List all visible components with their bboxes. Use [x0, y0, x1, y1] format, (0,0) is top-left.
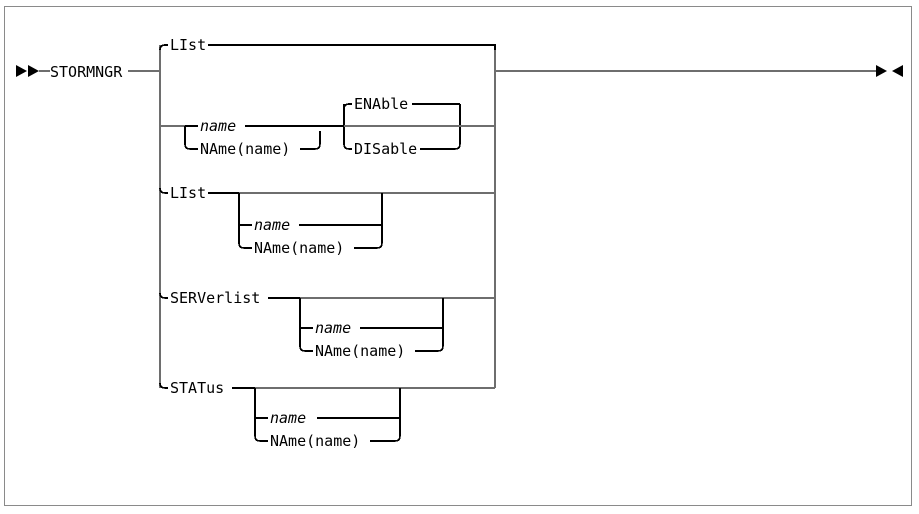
branch-name-enable[interactable]: name NAme(name) ENAble	[160, 95, 495, 158]
branch-list-alt-name-label: name	[254, 216, 290, 234]
option-disable[interactable]: DISable	[343, 126, 461, 158]
diagram-frame-border	[4, 6, 912, 506]
branch-serverlist-alt-name-paren[interactable]: NAme(name)	[299, 328, 444, 360]
start-terminator	[16, 65, 39, 77]
option-disable-label: DISable	[354, 140, 417, 158]
branch-status-alt-name-paren[interactable]: NAme(name)	[254, 418, 401, 450]
option-enable-label: ENAble	[354, 95, 408, 113]
branch-list-alt-name[interactable]: name	[239, 216, 382, 234]
branch-name-enable-alt-name-label: name	[200, 117, 236, 135]
branch-name-enable-alt-name-paren[interactable]: NAme(name)	[184, 131, 321, 158]
branch-list-default[interactable]: LIst	[159, 36, 496, 54]
toggle-enable-disable[interactable]: ENAble DISable	[343, 95, 495, 158]
branch-serverlist-alt-name-paren-label: NAme(name)	[315, 342, 405, 360]
branch-serverlist[interactable]: SERVerlist name NAme(name)	[159, 289, 495, 360]
end-terminator	[876, 65, 903, 77]
branch-status-alt-name-paren-label: NAme(name)	[270, 432, 360, 450]
branch-list-alt-name-paren[interactable]: NAme(name)	[238, 225, 383, 257]
branch-status[interactable]: STATus name NAme(name)	[159, 379, 495, 450]
branch-status-label: STATus	[170, 379, 224, 397]
branch-serverlist-label: SERVerlist	[170, 289, 260, 307]
branch-status-alt-name[interactable]: name	[255, 409, 400, 427]
branch-serverlist-alt-name[interactable]: name	[300, 319, 443, 337]
branch-name-enable-alt-name[interactable]: name	[185, 117, 320, 135]
command-keyword: STORMNGR	[50, 63, 123, 81]
branch-list-label: LIst	[170, 184, 206, 202]
branch-list-alt-name-paren-label: NAme(name)	[254, 239, 344, 257]
branch-name-enable-alt-name-paren-label: NAme(name)	[200, 140, 290, 158]
branch-list-default-label: LIst	[170, 36, 206, 54]
branch-status-alt-name-label: name	[270, 409, 306, 427]
option-enable[interactable]: ENAble	[343, 95, 461, 126]
branch-list[interactable]: LIst name NAme(name)	[159, 184, 495, 257]
branch-serverlist-alt-name-label: name	[315, 319, 351, 337]
